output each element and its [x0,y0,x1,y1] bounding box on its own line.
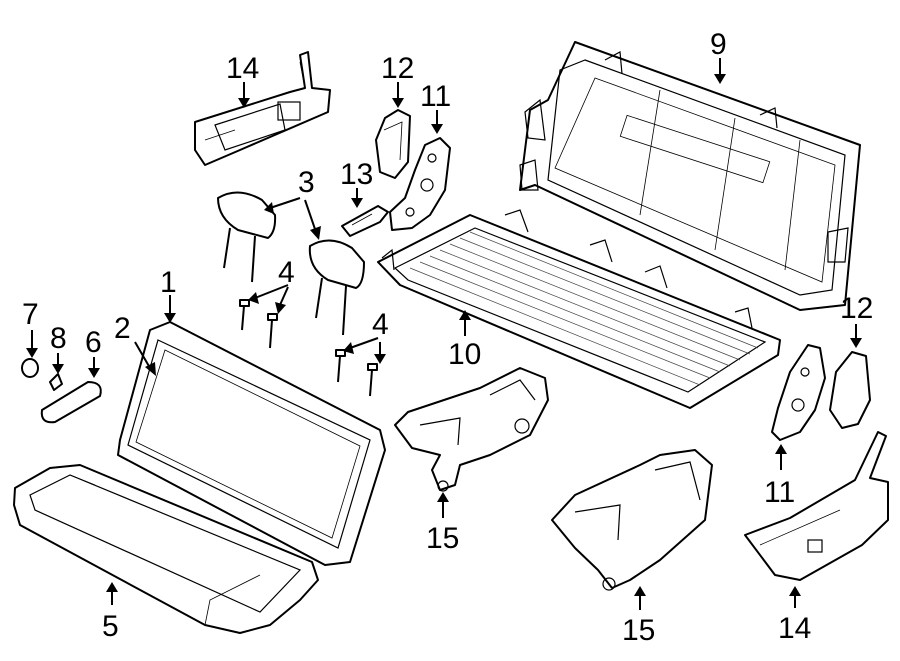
callout-7: 7 [22,298,39,331]
callout-9: 9 [710,28,727,61]
callout-4-bottom: 4 [372,308,389,341]
seat-back-frame [519,41,861,311]
callout-11-lower: 11 [764,476,795,509]
callout-3: 3 [298,166,315,199]
seat-cushion-pan [377,209,781,409]
headrest-left [217,191,277,283]
callout-6: 6 [85,326,102,359]
callout-2: 2 [114,312,131,345]
callout-14-lower: 14 [778,612,811,645]
release-handle [341,205,389,237]
hinge-bracket-upper [389,137,451,231]
callout-4-top: 4 [278,256,295,289]
plug [21,358,39,378]
callout-1: 1 [160,266,177,299]
trim-panel-right [744,431,889,581]
callout-8: 8 [50,322,67,355]
callout-5: 5 [102,610,119,643]
hinge-bracket-lower [771,344,826,441]
headrest-guides [239,299,378,397]
headrest-right [308,239,365,336]
armrest-cap [40,381,102,424]
trim-panel-left [194,51,331,166]
callout-14-top: 14 [226,52,259,85]
pivot-cover-lower [829,351,871,429]
callout-15-center: 15 [426,522,459,555]
callout-13: 13 [340,158,373,191]
callout-12-lower: 12 [840,292,873,325]
callout-15-lower: 15 [622,614,655,647]
pivot-cover-upper [375,109,411,179]
callout-12-top: 12 [381,52,414,85]
callout-arrows [26,58,862,610]
clip [49,373,63,391]
seat-riser-center [394,367,549,492]
seat-back-assembly [117,321,386,566]
seat-cushion [13,464,319,634]
callout-11-top: 11 [420,80,451,113]
seat-riser-lower [551,449,713,591]
callout-10: 10 [448,338,481,371]
